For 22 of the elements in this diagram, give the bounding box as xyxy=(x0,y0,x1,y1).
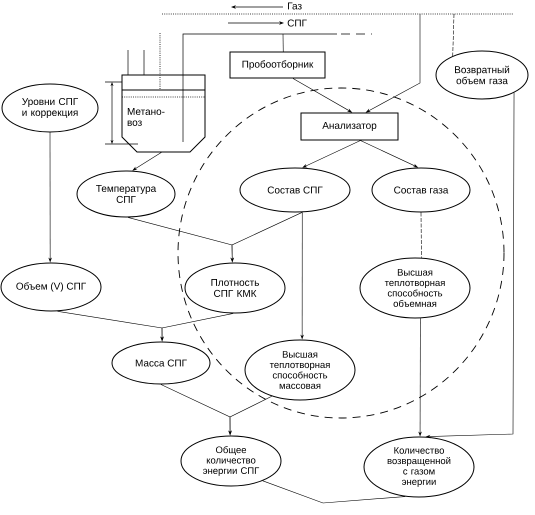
ellipse-node: Количество возвращенной с газом энергии xyxy=(364,436,474,498)
connector-line xyxy=(452,14,454,56)
ellipse-node: Уровни СПГ и коррекция xyxy=(2,84,98,132)
ellipse-node: Состав СПГ xyxy=(240,168,350,212)
connector-line xyxy=(322,496,406,504)
connector-line xyxy=(282,34,284,52)
pipe-label: Газ xyxy=(288,2,302,10)
process-box: Анализатор xyxy=(300,112,398,140)
ellipse-node: Масса СПГ xyxy=(112,342,210,384)
ellipse-node: Высшая теплотворная способность объемная xyxy=(360,258,470,318)
connector-line xyxy=(262,480,324,504)
ellipse-node: Общее количество энергии СПГ xyxy=(180,436,282,486)
ellipse-node: Объем (V) СПГ xyxy=(0,262,102,312)
ellipse-node: Высшая теплотворная способность массовая xyxy=(244,340,356,400)
tank-drawing: Метано- воз xyxy=(122,74,206,152)
ellipse-node: Возвратный объем газа xyxy=(436,50,528,100)
pipe-label: СПГ xyxy=(288,19,307,27)
ellipse-node: Температура СПГ xyxy=(76,170,176,218)
process-box: Пробоотборник xyxy=(230,52,326,78)
connector-line xyxy=(420,212,422,258)
ellipse-node: Состав газа xyxy=(372,168,470,212)
ellipse-node: Плотность СПГ КМК xyxy=(184,262,286,314)
